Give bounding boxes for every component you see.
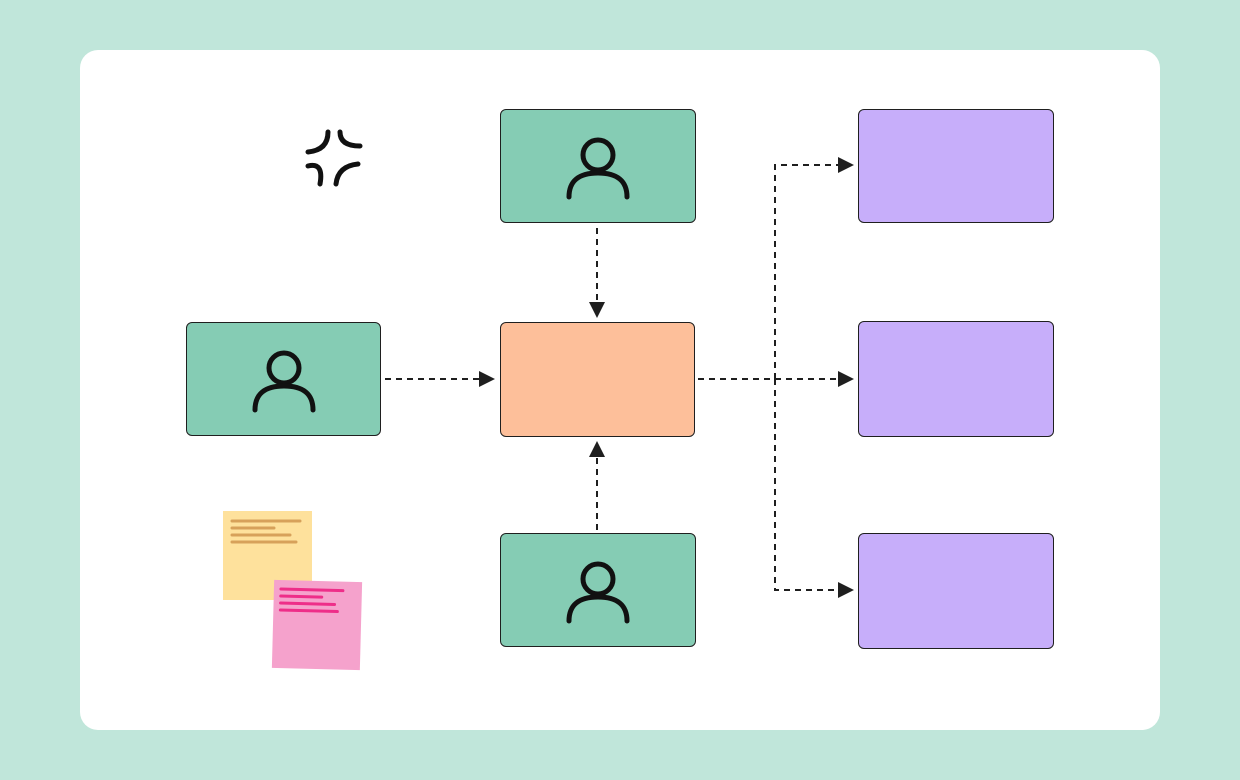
anger-symbol-icon: [305, 129, 363, 187]
output-node-2[interactable]: [858, 321, 1054, 437]
edge-hub-to-output-1[interactable]: [774, 157, 854, 379]
sticky-notes: [223, 511, 363, 671]
user-icon: [566, 561, 630, 624]
person-node-bottom[interactable]: [500, 533, 696, 647]
person-node-left[interactable]: [186, 322, 381, 436]
hub-node[interactable]: [500, 322, 695, 437]
whiteboard-canvas: [80, 50, 1160, 730]
connector-layer: [385, 157, 854, 598]
output-node-1[interactable]: [858, 109, 1054, 223]
edge-hub-to-output-3[interactable]: [774, 379, 854, 598]
user-icon: [566, 137, 630, 200]
output-node-3[interactable]: [858, 533, 1054, 649]
user-icon: [252, 350, 315, 413]
sticky-note-pink[interactable]: [271, 579, 363, 671]
person-node-top[interactable]: [500, 109, 696, 223]
